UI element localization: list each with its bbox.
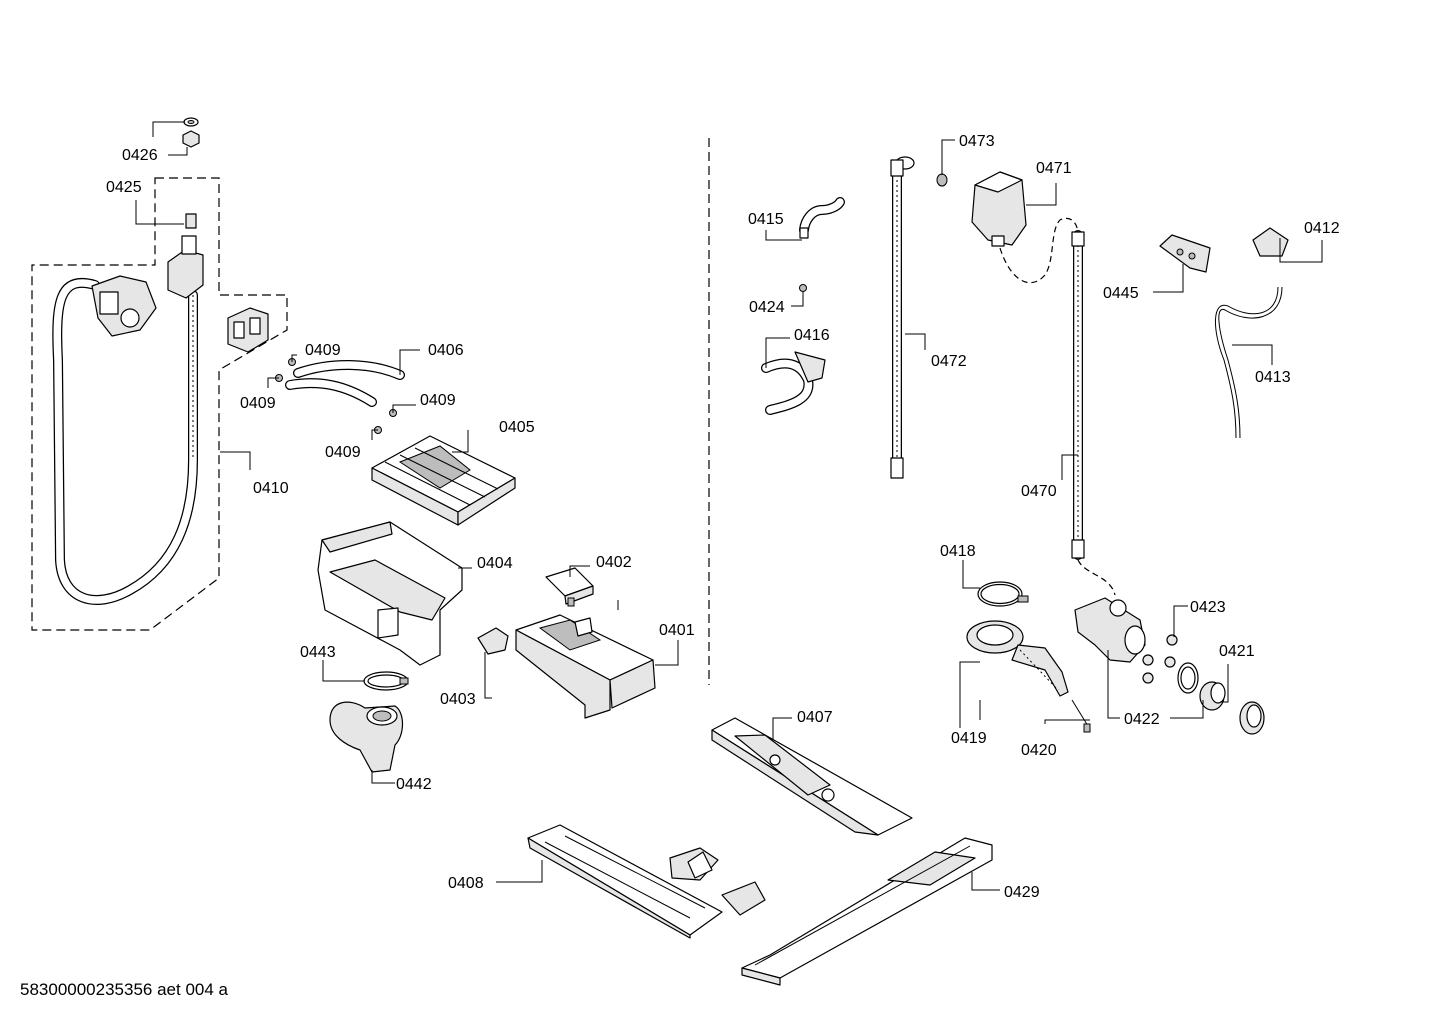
label-0443: 0443 <box>300 644 336 661</box>
hose-route-lower <box>1077 559 1116 596</box>
pressure-switch-0412 <box>1252 227 1289 257</box>
leader-lines <box>135 121 1323 891</box>
label-0422: 0422 <box>1124 711 1160 728</box>
label-0423: 0423 <box>1190 599 1226 616</box>
inlet-connector-0425-body <box>167 213 204 299</box>
label-0471: 0471 <box>1036 160 1072 177</box>
label-0409-c: 0409 <box>420 392 456 409</box>
label-0412: 0412 <box>1304 220 1340 237</box>
label-0420: 0420 <box>1021 742 1057 759</box>
label-0424: 0424 <box>749 299 785 316</box>
filter-0421 <box>1199 681 1265 735</box>
distributor-0405 <box>371 435 516 526</box>
hose-route-upper <box>999 217 1079 284</box>
label-0401: 0401 <box>659 622 695 639</box>
label-0403: 0403 <box>440 691 476 708</box>
label-0409-d: 0409 <box>325 444 361 461</box>
label-0416: 0416 <box>794 327 830 344</box>
label-0410: 0410 <box>253 480 289 497</box>
clip-0424 <box>799 284 807 292</box>
label-0406: 0406 <box>428 342 464 359</box>
part-labels: 0426 0425 0410 0409 0409 0409 0409 0406 … <box>106 133 1340 901</box>
label-0407: 0407 <box>797 709 833 726</box>
label-0442: 0442 <box>396 776 432 793</box>
label-0409-a: 0409 <box>305 342 341 359</box>
rail-0408 <box>527 824 766 939</box>
solenoid-valve <box>227 307 269 353</box>
label-0470: 0470 <box>1021 483 1057 500</box>
label-0426: 0426 <box>122 147 158 164</box>
hose-0416 <box>761 351 826 415</box>
hose-0470 <box>1071 230 1085 560</box>
tube-0413 <box>1214 286 1283 439</box>
label-0419: 0419 <box>951 730 987 747</box>
inlet-valve-left <box>91 275 157 337</box>
label-0409-b: 0409 <box>240 395 276 412</box>
pump-0422 <box>1074 597 1146 663</box>
hose-0415 <box>799 197 845 239</box>
hoses-0406 <box>285 360 405 407</box>
label-0472: 0472 <box>931 353 967 370</box>
label-0415: 0415 <box>748 211 784 228</box>
handle-0402 <box>545 567 594 607</box>
label-0473: 0473 <box>959 133 995 150</box>
seal-ring <box>1177 662 1199 694</box>
drain-hose-0472 <box>890 156 915 479</box>
label-0405: 0405 <box>499 419 535 436</box>
label-0429: 0429 <box>1004 884 1040 901</box>
detergent-housing-0404 <box>317 521 463 666</box>
rail-0407 <box>711 717 913 836</box>
label-0445: 0445 <box>1103 285 1139 302</box>
label-0418: 0418 <box>940 543 976 560</box>
clamp-0418 <box>977 581 1029 607</box>
inlet-hose-0410 <box>52 277 198 605</box>
label-0425: 0425 <box>106 179 142 196</box>
label-0421: 0421 <box>1219 643 1255 660</box>
inlet-hose-group-outline <box>31 177 288 631</box>
clamp-0443 <box>363 671 409 691</box>
drawing-id: 58300000235356 aet 004 a <box>20 980 228 999</box>
sensor-0420 <box>1071 699 1091 733</box>
label-0413: 0413 <box>1255 369 1291 386</box>
sump-hose-0419 <box>966 620 1069 697</box>
label-0408: 0408 <box>448 875 484 892</box>
detergent-drawer-0401 <box>515 614 656 719</box>
label-0404: 0404 <box>477 555 513 572</box>
rail-0429 <box>741 837 993 986</box>
bracket-0445 <box>1159 234 1211 273</box>
clamp-0473 <box>936 173 948 187</box>
washer-0426 <box>182 117 200 148</box>
air-trap-0471 <box>971 171 1027 247</box>
label-0402: 0402 <box>596 554 632 571</box>
seals-0423 <box>1142 634 1178 684</box>
siphon-cap-0403 <box>477 627 509 655</box>
sleeve-0442 <box>329 701 404 773</box>
